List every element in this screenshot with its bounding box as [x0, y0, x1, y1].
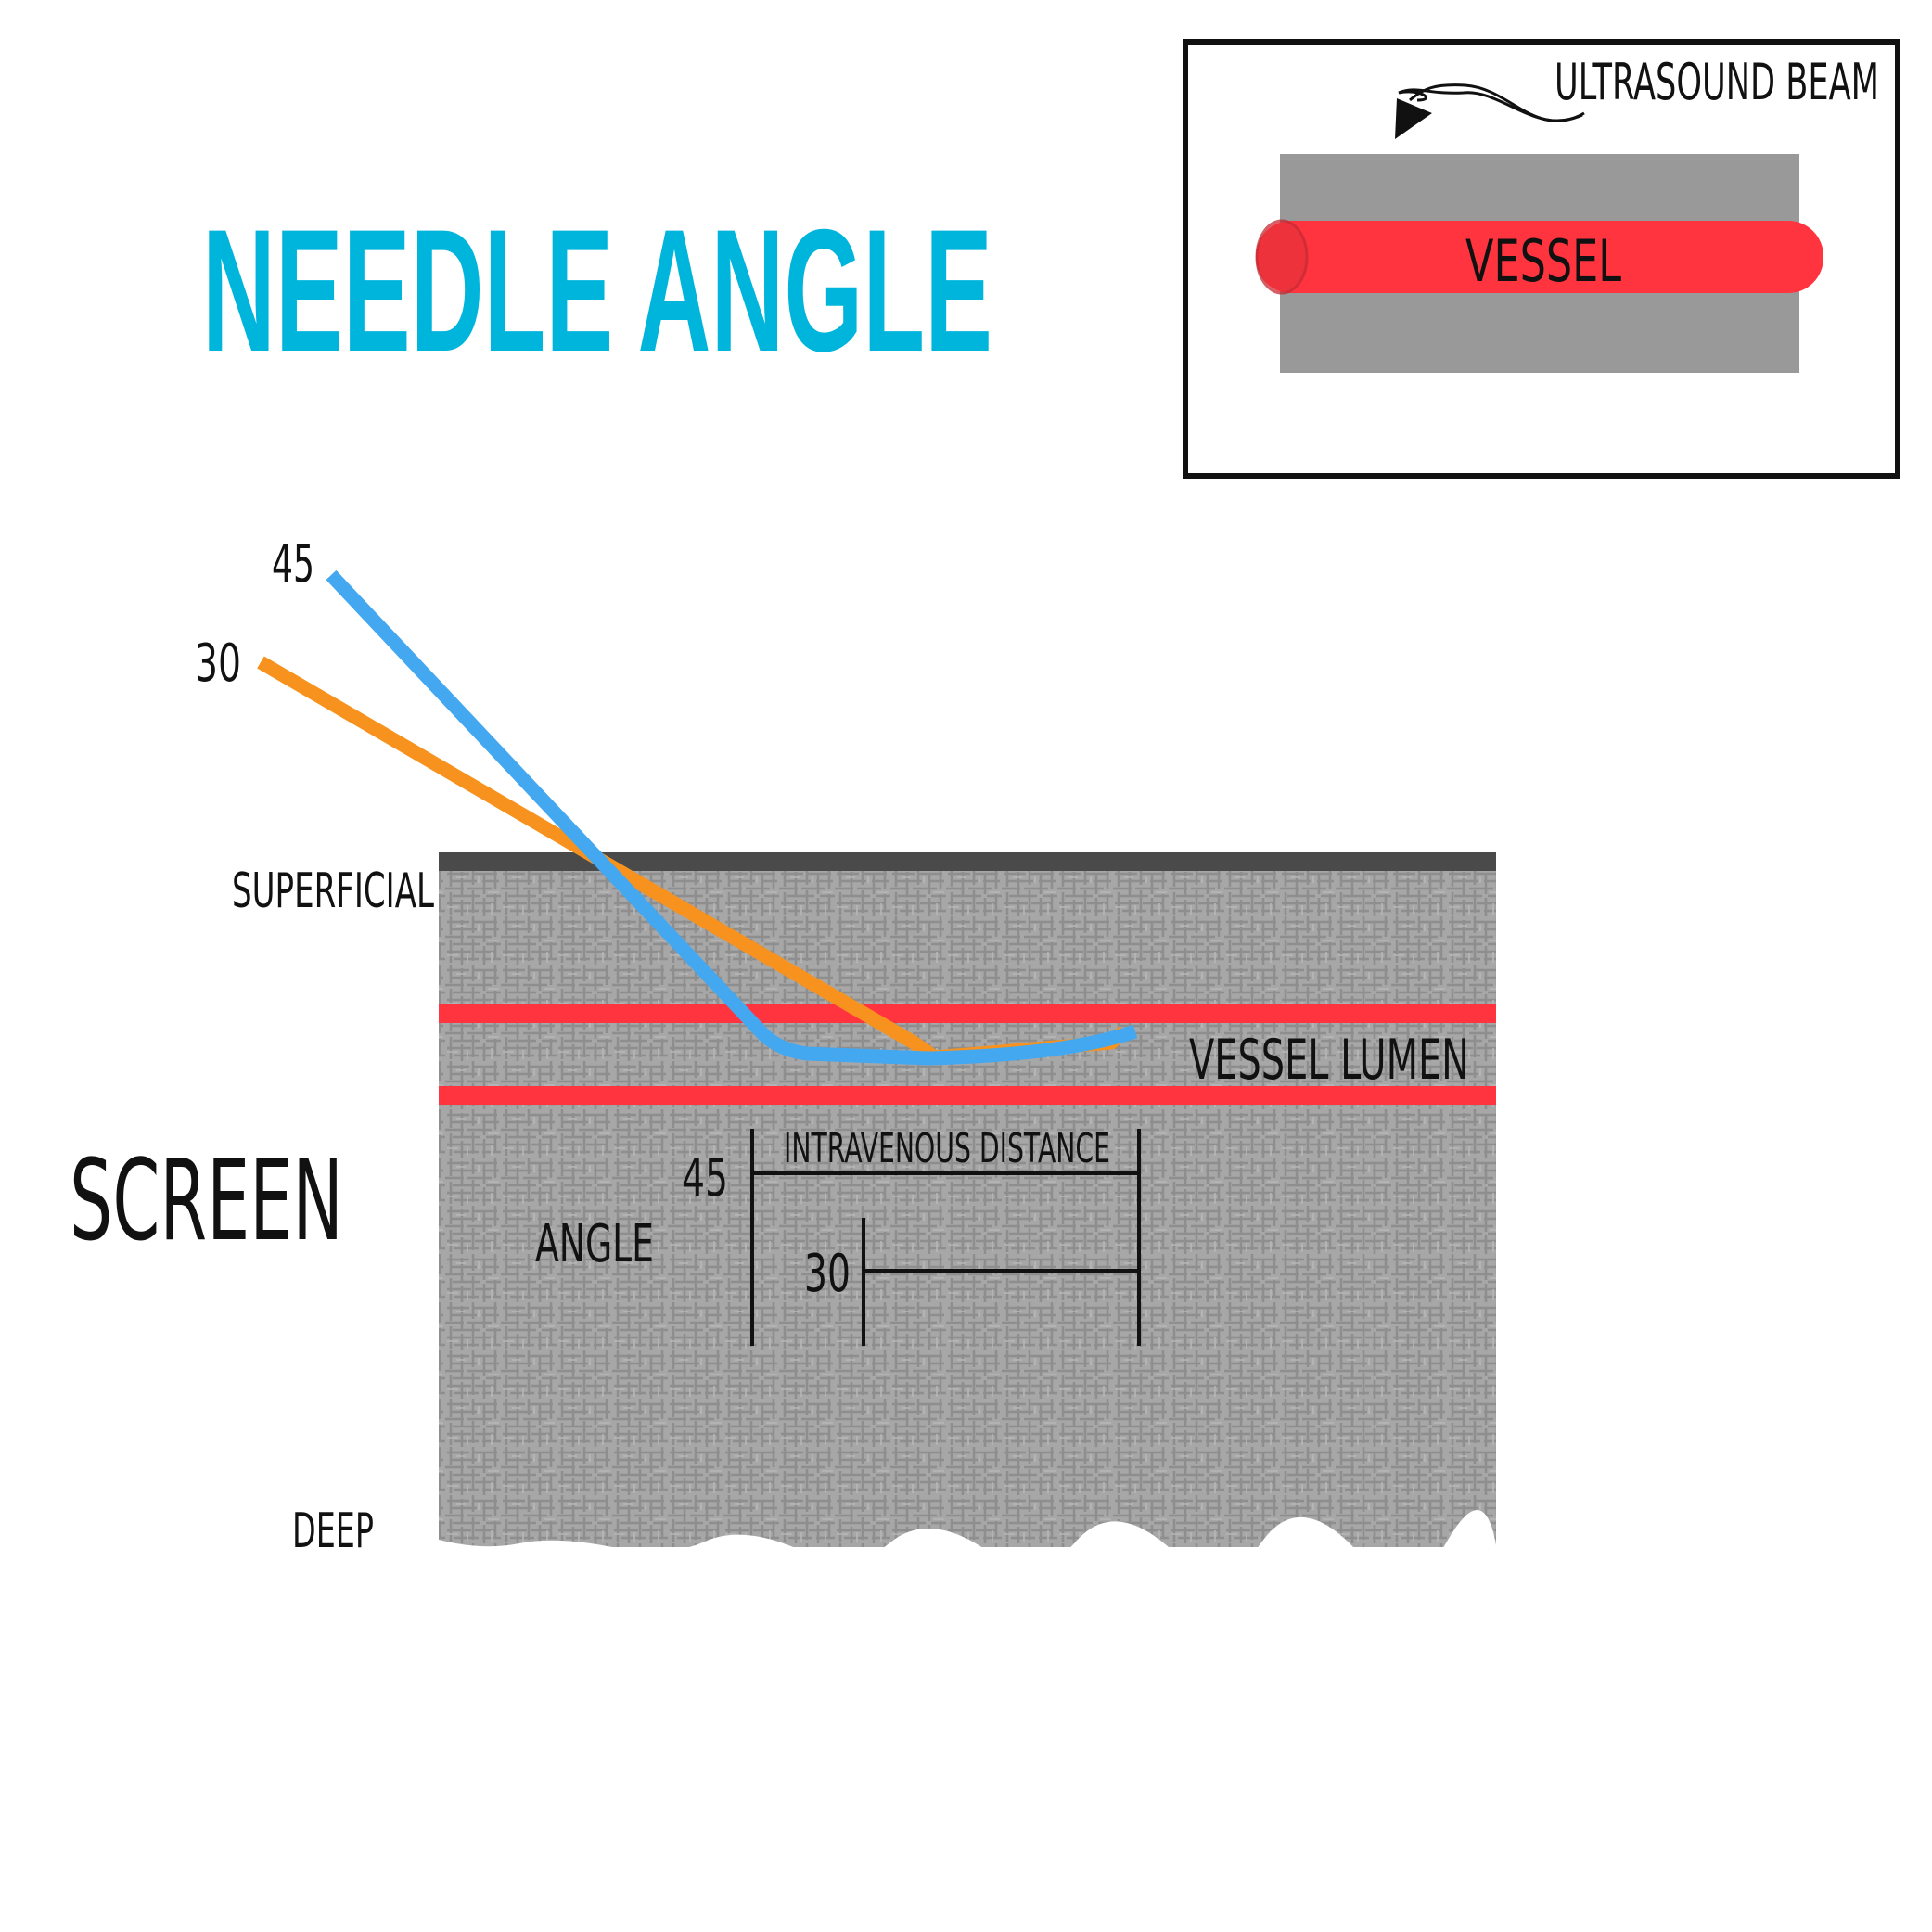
- measure-label-45: 45: [682, 1148, 728, 1209]
- vessel-lumen-label: VESSEL LUMEN: [1189, 1028, 1469, 1093]
- needles: 45 30: [195, 534, 1138, 1066]
- measure-label-30: 30: [804, 1244, 851, 1304]
- beam-arrow-head-icon: [1395, 98, 1432, 139]
- intravenous-distance-heading: INTRAVENOUS DISTANCE: [784, 1125, 1110, 1172]
- tissue-texture: [439, 853, 1496, 1547]
- inset-vessel-label: VESSEL: [1465, 227, 1621, 295]
- screen-label: SCREEN: [70, 1137, 343, 1266]
- tissue-block: [439, 852, 1496, 1547]
- angle-label: ANGLE: [535, 1214, 654, 1274]
- intravenous-distance-measure: INTRAVENOUS DISTANCE ANGLE 45 30: [535, 1125, 1141, 1346]
- beam-callout-curve: [1409, 83, 1583, 122]
- inset-panel: VESSEL ULTRASOUND BEAM: [1183, 39, 1900, 479]
- ultrasound-beam-label: ULTRASOUND BEAM: [1555, 53, 1879, 111]
- vessel-lower-wall: [439, 1086, 1496, 1105]
- needle-45-degree: [326, 569, 1138, 1066]
- vessel-upper-wall: [439, 1004, 1496, 1023]
- skin-surface: [439, 852, 1496, 871]
- needle-label-45: 45: [272, 534, 314, 595]
- diagram-title: NEEDLE ANGLE: [202, 193, 992, 388]
- tissue-ragged-bottom: [439, 1510, 1496, 1547]
- superficial-label: SUPERFICIAL: [232, 864, 434, 919]
- needle-label-30: 30: [195, 633, 241, 694]
- deep-label: DEEP: [292, 1503, 374, 1559]
- inset-vessel: [1256, 221, 1823, 293]
- vessel-end-cap: [1255, 219, 1309, 295]
